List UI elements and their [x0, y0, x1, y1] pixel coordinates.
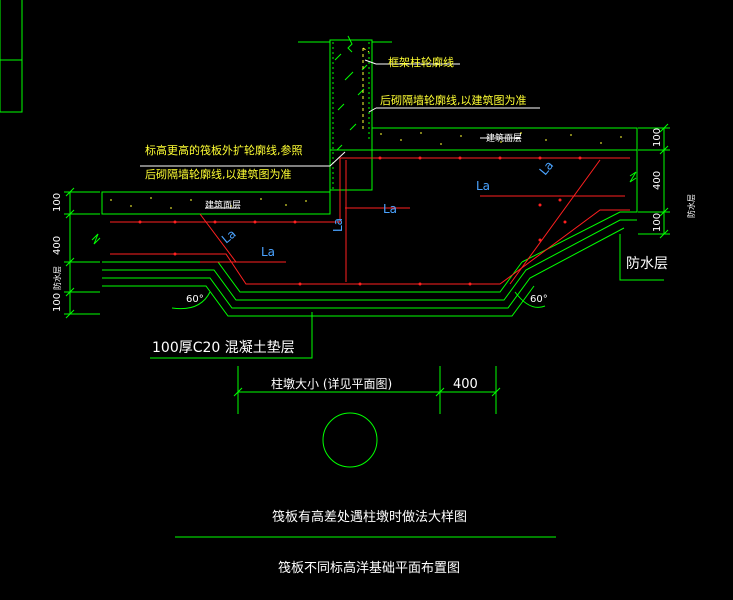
dim-right-bottom: 100 [652, 213, 663, 232]
corner-frame [0, 0, 23, 113]
pier-dimension [233, 366, 501, 414]
dim-right-waterproof: 防水层 [686, 194, 696, 218]
column-section [298, 35, 392, 192]
anchor-label-5: La [331, 218, 345, 232]
anchor-label-2: La [383, 202, 397, 216]
slab-outline [102, 149, 638, 317]
pier-circle-symbol [322, 412, 378, 468]
anchor-label-6: La [537, 158, 557, 178]
note-column-outline: 框架柱轮廓线 [388, 55, 454, 69]
label-waterproof: 防水层 [626, 256, 668, 272]
note-higher-raft-1: 标高更高的筏板外扩轮廓线,参照 [145, 143, 303, 157]
dim-pier-ext: 400 [453, 377, 478, 392]
angle-markers [171, 291, 546, 310]
rebar-group [110, 157, 630, 285]
note-higher-raft-2: 后砌隔墙轮廓线,以建筑图为准 [145, 167, 292, 181]
anchor-label-3: La [261, 245, 275, 259]
dim-left-mid: 400 [52, 236, 63, 255]
note-brick-wall-outline: 后砌隔墙轮廓线,以建筑图为准 [380, 93, 527, 107]
dim-left-top: 100 [52, 193, 63, 212]
leader-lines [140, 59, 540, 209]
label-cushion: 100厚C20 混凝土垫层 [152, 340, 295, 356]
cushion-leader [150, 312, 313, 359]
anchor-label-4: La [219, 227, 239, 247]
rebar-dots [138, 156, 582, 286]
dim-left-bottom: 100 [52, 293, 63, 312]
anchor-label-1: La [476, 179, 490, 193]
title-main: 筏板有高差处遇柱墩时做法大样图 [272, 509, 467, 525]
dimension-left [64, 187, 101, 319]
label-finish-left: 建筑面层 [205, 199, 241, 211]
title-sub: 筏板不同标高洋基础平面布置图 [278, 560, 460, 576]
label-finish-right: 建筑面层 [486, 132, 522, 144]
dim-pier-size: 柱墩大小 (详见平面图) [271, 376, 392, 391]
angle-right: 60° [530, 294, 548, 305]
dim-right-top: 100 [652, 128, 663, 147]
angle-left: 60° [186, 294, 204, 305]
dim-left-waterproof: 防水层 [52, 266, 62, 290]
dim-right-mid: 400 [652, 171, 663, 190]
finish-layer-right [371, 127, 638, 151]
dimension-right [619, 123, 670, 281]
